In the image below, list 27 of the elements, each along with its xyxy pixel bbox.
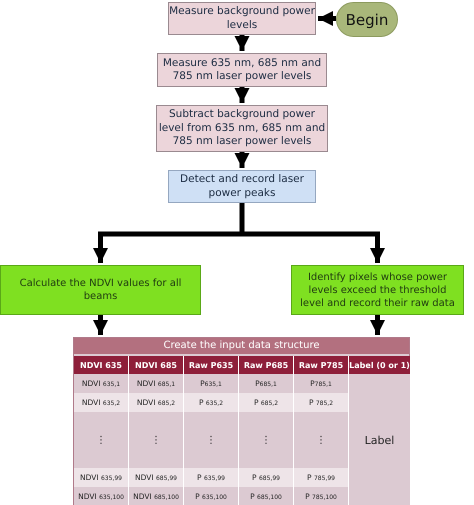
process-box — [157, 53, 327, 87]
arrow — [234, 35, 250, 51]
arrow — [93, 315, 108, 335]
column-header: Label (0 or 1) — [349, 356, 411, 374]
process-box — [291, 265, 464, 315]
table-title: Create the input data structure — [74, 338, 409, 354]
arrow — [234, 87, 250, 103]
step-text: Begin — [346, 10, 388, 28]
arrow — [318, 11, 336, 26]
column-header: Raw P785 — [294, 356, 349, 374]
arrow — [370, 315, 385, 335]
column-header: Raw P635 — [184, 356, 239, 374]
start-terminal — [336, 2, 398, 37]
label-value: Label — [349, 374, 411, 505]
step-text: Subtract background power level from 635 nm, 685 nm and 785 nm laser power levels — [158, 108, 326, 149]
column-header: NDVI 685 — [129, 356, 184, 374]
step-text: Measure 635 nm, 685 nm and 785 nm laser power levels — [162, 56, 322, 84]
process-box — [168, 170, 316, 203]
data-table — [73, 337, 410, 505]
step-text: Detect and record laser power peaks — [179, 173, 305, 200]
column-header: Raw P685 — [239, 356, 294, 374]
arrow — [234, 152, 250, 168]
step-text: Measure background power levels — [169, 5, 315, 32]
column-header: NDVI 635 — [74, 356, 129, 374]
step-text: Calculate the NDVI values for all beams — [18, 277, 182, 303]
process-box — [0, 265, 201, 315]
step-text: Identify pixels whose power levels exceed the threshold level and record their raw data — [299, 270, 456, 310]
